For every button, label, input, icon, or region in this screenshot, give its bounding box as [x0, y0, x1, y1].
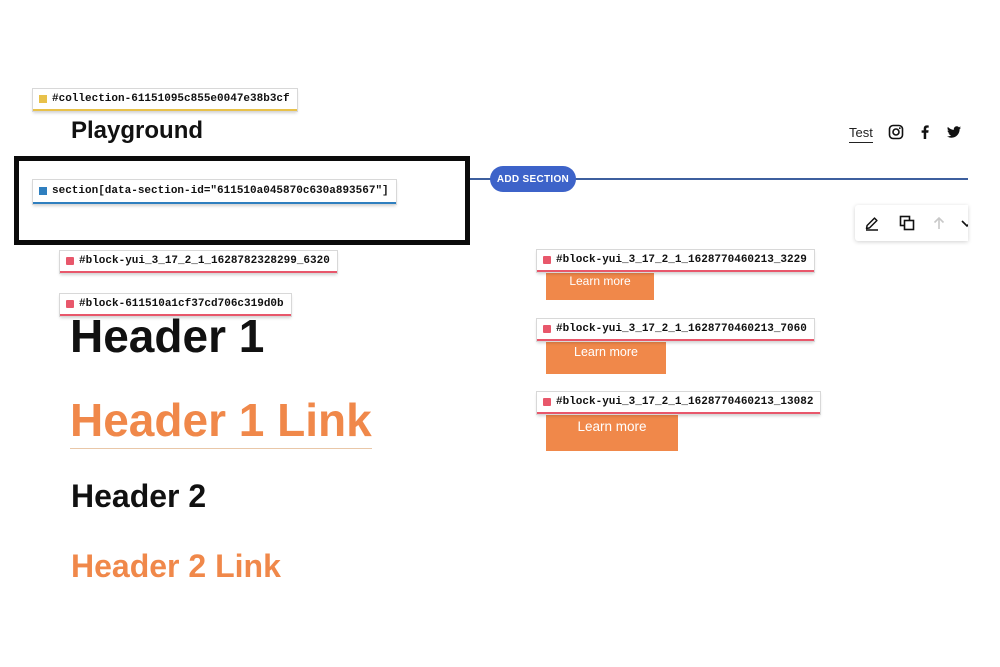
section-icon	[39, 187, 47, 195]
block-selector-text: #block-yui_3_17_2_1_1628770460213_3229	[556, 254, 807, 266]
block-selector-tag[interactable]: #block-611510a1cf37cd706c319d0b	[60, 294, 291, 316]
block-selector-tag[interactable]: #block-yui_3_17_2_1_1628770460213_7060	[537, 319, 814, 341]
block-selector-text: #block-611510a1cf37cd706c319d0b	[79, 298, 284, 310]
nav-link-test[interactable]: Test	[849, 125, 873, 143]
header-2: Header 2	[71, 478, 207, 514]
block-toolbar	[855, 205, 968, 241]
add-section-button[interactable]: ADD SECTION	[490, 166, 576, 192]
block-selector-text: #block-yui_3_17_2_1_1628782328299_6320	[79, 255, 330, 267]
block-icon	[66, 300, 74, 308]
section-selection-frame	[14, 156, 470, 245]
block-icon	[543, 256, 551, 264]
site-title[interactable]: Playground	[71, 117, 204, 144]
collection-selector-text: #collection-61151095c855e0047e38b3cf	[52, 93, 290, 105]
block-selector-tag[interactable]: #block-yui_3_17_2_1_1628770460213_13082	[537, 392, 821, 414]
learn-more-button[interactable]: Learn more	[546, 409, 678, 451]
collection-selector-tag[interactable]: #collection-61151095c855e0047e38b3cf	[33, 89, 297, 111]
instagram-icon[interactable]	[888, 124, 904, 140]
block-selector-tag[interactable]: #block-yui_3_17_2_1_1628782328299_6320	[60, 251, 337, 273]
block-selector-text: #block-yui_3_17_2_1_1628770460213_13082	[556, 396, 814, 408]
block-icon	[543, 398, 551, 406]
section-selector-tag[interactable]: section[data-section-id="611510a045870c6…	[33, 180, 396, 204]
arrow-up-icon[interactable]	[931, 215, 947, 231]
facebook-icon[interactable]	[917, 124, 933, 140]
section-selector-text: section[data-section-id="611510a045870c6…	[52, 185, 389, 197]
pencil-icon[interactable]	[864, 215, 880, 231]
block-selector-tag[interactable]: #block-yui_3_17_2_1_1628770460213_3229	[537, 250, 814, 272]
header-2-link[interactable]: Header 2 Link	[71, 548, 281, 584]
header-1: Header 1	[70, 310, 265, 362]
grid-icon	[39, 95, 47, 103]
block-icon	[543, 325, 551, 333]
header-1-link[interactable]: Header 1 Link	[70, 392, 372, 449]
learn-more-button[interactable]: Learn more	[546, 270, 654, 300]
twitter-icon[interactable]	[946, 124, 962, 140]
section-divider-line	[468, 178, 968, 180]
chevron-down-icon[interactable]	[959, 215, 968, 231]
learn-more-button[interactable]: Learn more	[546, 338, 666, 374]
duplicate-icon[interactable]	[899, 215, 915, 231]
block-icon	[66, 257, 74, 265]
block-selector-text: #block-yui_3_17_2_1_1628770460213_7060	[556, 323, 807, 335]
